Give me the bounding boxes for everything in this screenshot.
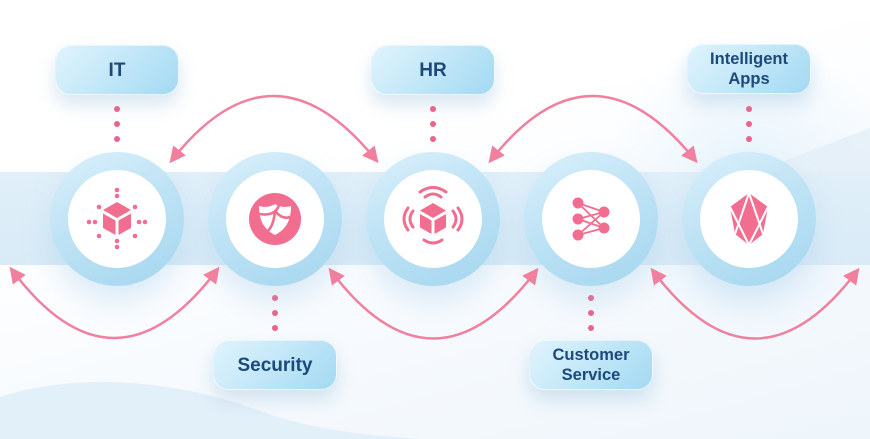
label-text-hr: HR (419, 59, 447, 81)
dotted-connector-customer-service (588, 295, 594, 331)
label-bubble-intelligent-apps: Intelligent Apps (687, 44, 811, 94)
dotted-connector-hr (430, 106, 436, 142)
security-shield-icon (249, 193, 301, 245)
background-wave (0, 382, 420, 439)
label-bubble-customer-service: Customer Service (529, 340, 653, 390)
label-text-security: Security (237, 354, 313, 376)
node-it (50, 152, 184, 286)
node-hr (366, 152, 500, 286)
node-hr-inner (384, 170, 482, 268)
label-text-it: IT (108, 59, 126, 81)
node-security-inner (226, 170, 324, 268)
smart-cube-waves-icon (402, 186, 464, 245)
node-customer-service-inner (542, 170, 640, 268)
label-bubble-security: Security (213, 340, 337, 390)
label-bubble-hr: HR (371, 45, 495, 95)
arc-arrow-it-hr (169, 94, 379, 164)
dotted-connector-intelligent-apps (746, 106, 752, 142)
neural-network-icon (572, 197, 610, 241)
node-intelligent-apps-inner (700, 170, 798, 268)
node-intelligent-apps (682, 152, 816, 286)
label-bubble-it: IT (55, 45, 179, 95)
node-security (208, 152, 342, 286)
node-customer-service (524, 152, 658, 286)
label-text-customer-service: Customer Service (552, 346, 630, 384)
dotted-connector-security (272, 295, 278, 331)
crystal-gem-icon (729, 192, 769, 246)
distributed-cube-icon (86, 187, 148, 250)
node-it-inner (68, 170, 166, 268)
dotted-connector-it (114, 106, 120, 142)
label-text-intelligent-apps: Intelligent Apps (710, 50, 788, 88)
